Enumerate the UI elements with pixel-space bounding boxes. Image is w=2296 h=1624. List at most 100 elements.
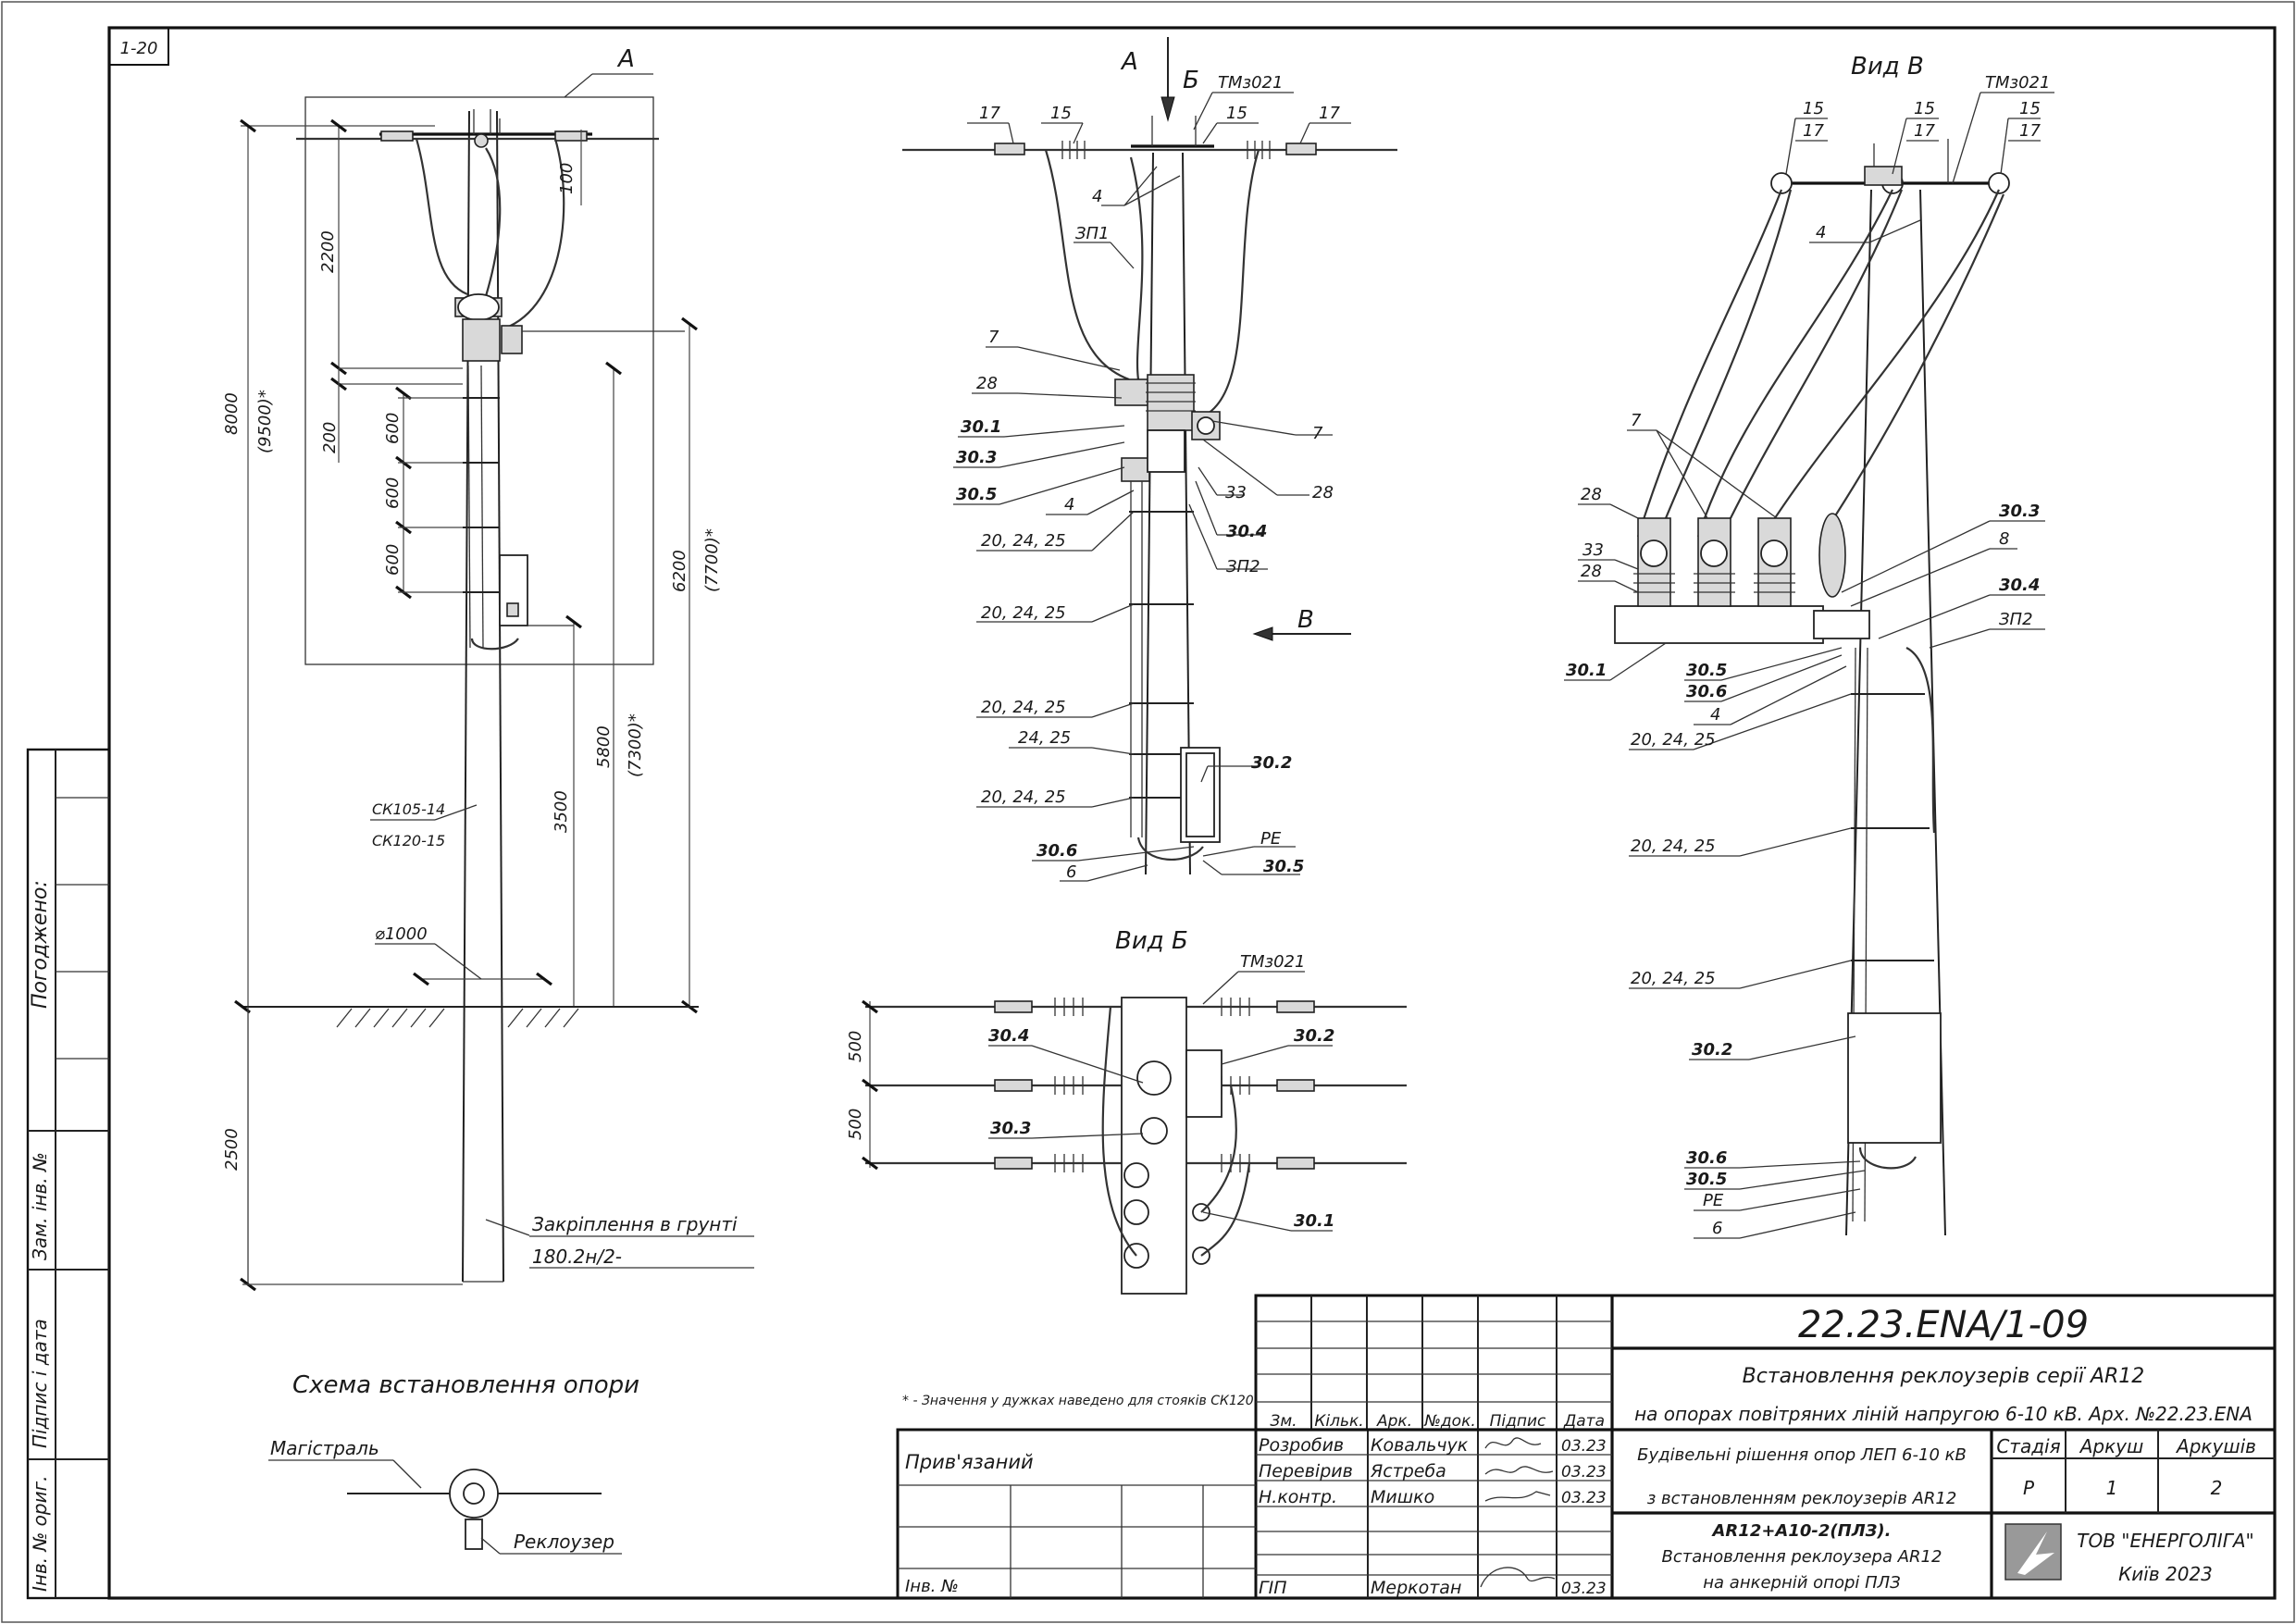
stamp-replaced-inv: Зам. інв. № xyxy=(29,1152,51,1260)
sheets-total: 2 xyxy=(2211,1477,2223,1499)
title-line-1: Встановлення реклоузерів серії AR12 xyxy=(1743,1365,2145,1388)
dim-600-b: 600 xyxy=(383,477,403,509)
corner-tag: 1-20 xyxy=(120,39,158,58)
staff-name-3: Меркотан xyxy=(1371,1578,1461,1598)
side-view-v: Вид В xyxy=(1564,53,2054,1239)
ground-fix-code: 180.2н/2- xyxy=(532,1246,622,1268)
view-b-30-4: 30.4 xyxy=(988,1026,1029,1046)
footnote: * - Значення у дужках наведено для стояк… xyxy=(902,1394,1254,1408)
v-label-28a: 28 xyxy=(1581,485,1602,504)
v-label-30-6: 30.6 xyxy=(1686,682,1727,701)
v-label-17b: 17 xyxy=(1914,121,1935,141)
v-label-6: 6 xyxy=(1712,1219,1722,1238)
stamp-orig-inv: Інв. № ориг. xyxy=(29,1476,51,1592)
bound-label: Прив'язаний xyxy=(905,1451,1034,1473)
title-block: 22.23.ENA/1-09 Встановлення реклоузерів … xyxy=(896,1294,2277,1600)
c-label-zp1: ЗП1 xyxy=(1075,224,1110,243)
c-label-30-5a: 30.5 xyxy=(956,485,997,504)
v-label-7: 7 xyxy=(1631,411,1642,430)
staff-role-2: Н.контр. xyxy=(1259,1487,1337,1507)
v-label-30-2: 30.2 xyxy=(1692,1040,1732,1060)
pole-type-1: СК105-14 xyxy=(372,800,445,818)
c-label-rung4: 24, 25 xyxy=(1018,728,1071,748)
v-label-30-3: 30.3 xyxy=(1999,502,2040,521)
c-label-30-2: 30.2 xyxy=(1251,753,1292,773)
org-city: Київ 2023 xyxy=(2118,1563,2213,1585)
c-label-28a: 28 xyxy=(976,374,998,393)
side-stamp: Погоджено: Зам. інв. № Підпис і дата Інв… xyxy=(26,748,111,1600)
c-label-rung5: 20, 24, 25 xyxy=(981,787,1066,807)
staff-role-3: ГІП xyxy=(1259,1578,1286,1598)
v-label-rung2: 20, 24, 25 xyxy=(1631,837,1716,856)
sheets-head: Аркушів xyxy=(2175,1435,2256,1457)
scheme-main-line: Магістраль xyxy=(270,1437,379,1459)
view-b-30-3: 30.3 xyxy=(990,1119,1031,1138)
center-view-b-arrow: Б xyxy=(1183,67,1199,94)
col-ndok: №док. xyxy=(1423,1412,1476,1431)
view-b-30-1: 30.1 xyxy=(1294,1211,1334,1231)
v-label-30-5b: 30.5 xyxy=(1686,1170,1727,1189)
detail-frame-a xyxy=(304,96,654,665)
dim-2500: 2500 xyxy=(222,1128,242,1171)
v-label-30-4: 30.4 xyxy=(1999,576,2040,595)
col-zm: Зм. xyxy=(1270,1412,1297,1431)
sheet-head: Аркуш xyxy=(2079,1435,2144,1457)
c-label-pe: PE xyxy=(1260,829,1282,849)
v-label-17c: 17 xyxy=(2019,121,2041,141)
v-label-4b: 4 xyxy=(1710,705,1720,725)
staff-name-1: Ястреба xyxy=(1370,1461,1446,1481)
dim-5800: 5800 xyxy=(594,725,614,768)
left-elevation-view: А xyxy=(222,45,754,1292)
c-label-rung2: 20, 24, 25 xyxy=(981,603,1066,623)
v-label-15c: 15 xyxy=(2019,99,2041,118)
view-b-dim-500-a: 500 xyxy=(846,1031,865,1062)
inv-label: Інв. № xyxy=(905,1577,959,1596)
staff-date-2: 03.23 xyxy=(1561,1489,1607,1507)
signatures xyxy=(1480,1437,1556,1588)
view-b-30-2: 30.2 xyxy=(1294,1026,1334,1046)
company-logo xyxy=(2004,1523,2062,1581)
center-view-v-arrow: В xyxy=(1297,606,1314,634)
v-label-rung1: 20, 24, 25 xyxy=(1631,730,1716,750)
c-label-28b: 28 xyxy=(1312,483,1334,502)
c-label-15a: 15 xyxy=(1050,104,1072,123)
staff-role-1: Перевірив xyxy=(1259,1461,1353,1481)
staff-name-0: Ковальчук xyxy=(1371,1435,1469,1456)
c-label-7a: 7 xyxy=(988,328,999,347)
col-kilk: Кільк. xyxy=(1314,1412,1363,1431)
title-line-2: на опорах повітряних ліній напругою 6-10… xyxy=(1634,1403,2253,1425)
dim-3500: 3500 xyxy=(552,790,571,833)
v-label-28b: 28 xyxy=(1581,562,1602,581)
stamp-agreed: Погоджено: xyxy=(29,880,52,1009)
dim-7700: (7700)* xyxy=(702,528,722,592)
staff-role-0: Розробив xyxy=(1259,1435,1344,1456)
staff-date-1: 03.23 xyxy=(1561,1463,1607,1481)
stamp-sign-date: Підпис і дата xyxy=(29,1319,51,1448)
view-b-tmz: ТМз021 xyxy=(1240,952,1305,972)
v-label-30-1: 30.1 xyxy=(1566,661,1607,680)
drawing-line-2: Встановлення реклоузера AR12 xyxy=(1662,1547,1942,1567)
v-label-tmz: ТМз021 xyxy=(1985,73,2050,93)
c-label-17a: 17 xyxy=(979,104,1000,123)
v-label-30-6b: 30.6 xyxy=(1686,1148,1727,1168)
ground-fix-label: Закріплення в грунті xyxy=(532,1213,738,1235)
installation-scheme: Схема встановлення опори Магістраль Рекл… xyxy=(268,1371,639,1555)
v-label-rung3: 20, 24, 25 xyxy=(1631,969,1716,988)
corner-tag-box xyxy=(108,27,169,66)
v-label-8: 8 xyxy=(1999,529,2009,549)
sheet-no: 1 xyxy=(2106,1477,2118,1499)
top-view-b: Вид Б 500 xyxy=(846,927,1407,1295)
c-label-33: 33 xyxy=(1225,483,1247,502)
scheme-recloser: Реклоузер xyxy=(514,1531,614,1553)
v-label-15a: 15 xyxy=(1803,99,1824,118)
dim-8000: 8000 xyxy=(222,392,242,435)
c-label-zp2: ЗП2 xyxy=(1226,557,1260,576)
drawing-line-1: AR12+A10-2(ПЛЗ). xyxy=(1711,1521,1892,1541)
dim-2200: 2200 xyxy=(318,230,338,273)
center-elevation-view: А Б xyxy=(902,37,1397,882)
c-label-6: 6 xyxy=(1066,862,1076,882)
v-label-17a: 17 xyxy=(1803,121,1824,141)
dim-100: 100 xyxy=(557,163,577,194)
c-label-rung1: 20, 24, 25 xyxy=(981,531,1066,551)
